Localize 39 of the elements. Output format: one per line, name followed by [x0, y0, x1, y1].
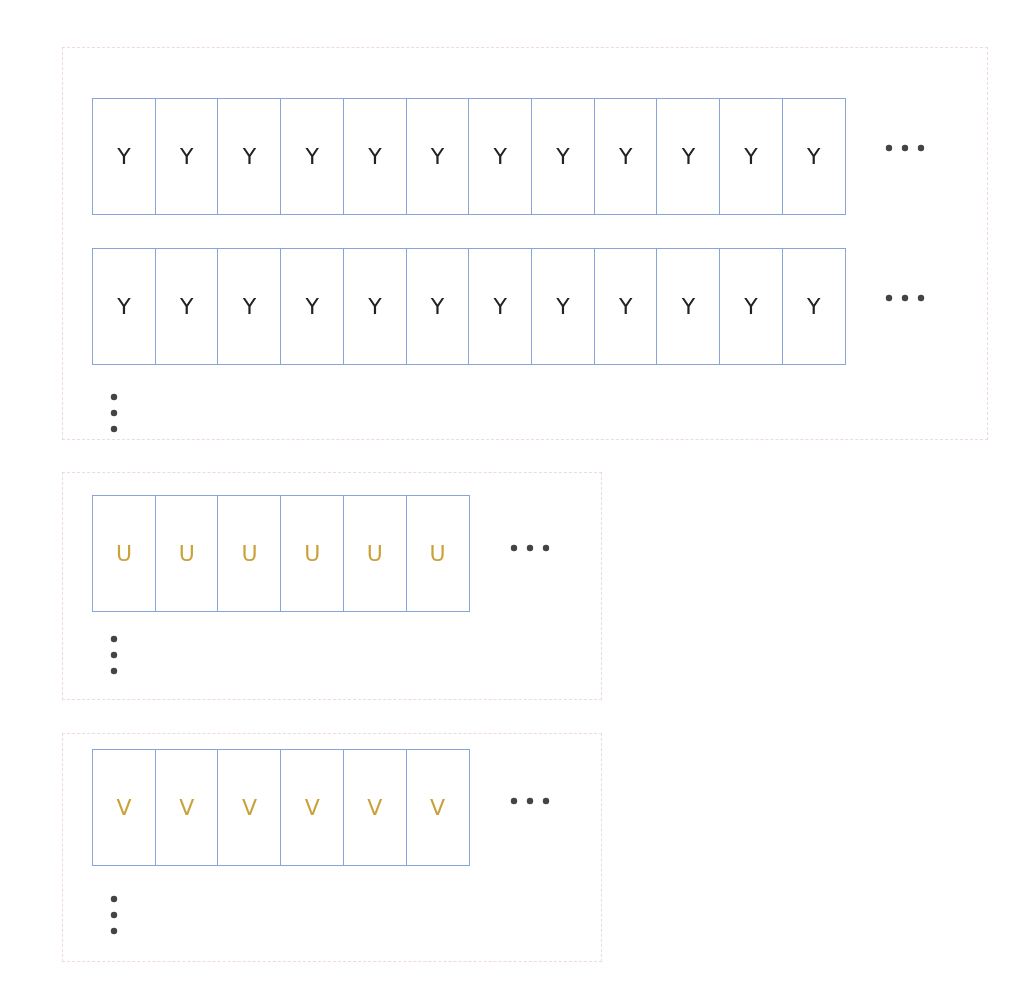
letter-cell: V [154, 749, 219, 866]
dashed-group-frame [62, 733, 602, 962]
letter-cell: Y [217, 98, 282, 215]
letter-cell: Y [530, 98, 596, 215]
letter-cell: Y [468, 248, 533, 365]
letter-cell: U [154, 495, 219, 612]
letter-cell: Y [405, 248, 470, 365]
letter-cell: Y [593, 98, 658, 215]
letter-cell: Y [217, 248, 282, 365]
letter-cell: U [92, 495, 157, 612]
letter-cell: U [342, 495, 407, 612]
letter-cell: Y [92, 248, 157, 365]
letter-cell: Y [154, 248, 219, 365]
letter-cell: Y [468, 98, 533, 215]
letter-cell: Y [530, 248, 596, 365]
dashed-group-frame [62, 472, 602, 700]
letter-cell: Y [593, 248, 658, 365]
letter-cell: Y [342, 248, 407, 365]
letter-cell: Y [280, 98, 345, 215]
letter-cell: Y [154, 98, 219, 215]
letter-cell: Y [405, 98, 470, 215]
letter-cell: V [342, 749, 407, 866]
letter-cell: Y [781, 98, 846, 215]
letter-cell: V [217, 749, 282, 866]
letter-cell: Y [656, 98, 721, 215]
dashed-group-frame [62, 47, 988, 440]
letter-cell: V [92, 749, 157, 866]
letter-cell: Y [719, 98, 784, 215]
letter-cell: V [405, 749, 470, 866]
letter-cell: U [280, 495, 345, 612]
letter-cell: Y [342, 98, 407, 215]
letter-cell: Y [280, 248, 345, 365]
letter-cell: Y [781, 248, 846, 365]
letter-cell: U [405, 495, 470, 612]
letter-cell: Y [719, 248, 784, 365]
letter-cell: Y [656, 248, 721, 365]
letter-cell: Y [92, 98, 157, 215]
letter-cell: U [217, 495, 282, 612]
letter-cell: V [280, 749, 345, 866]
